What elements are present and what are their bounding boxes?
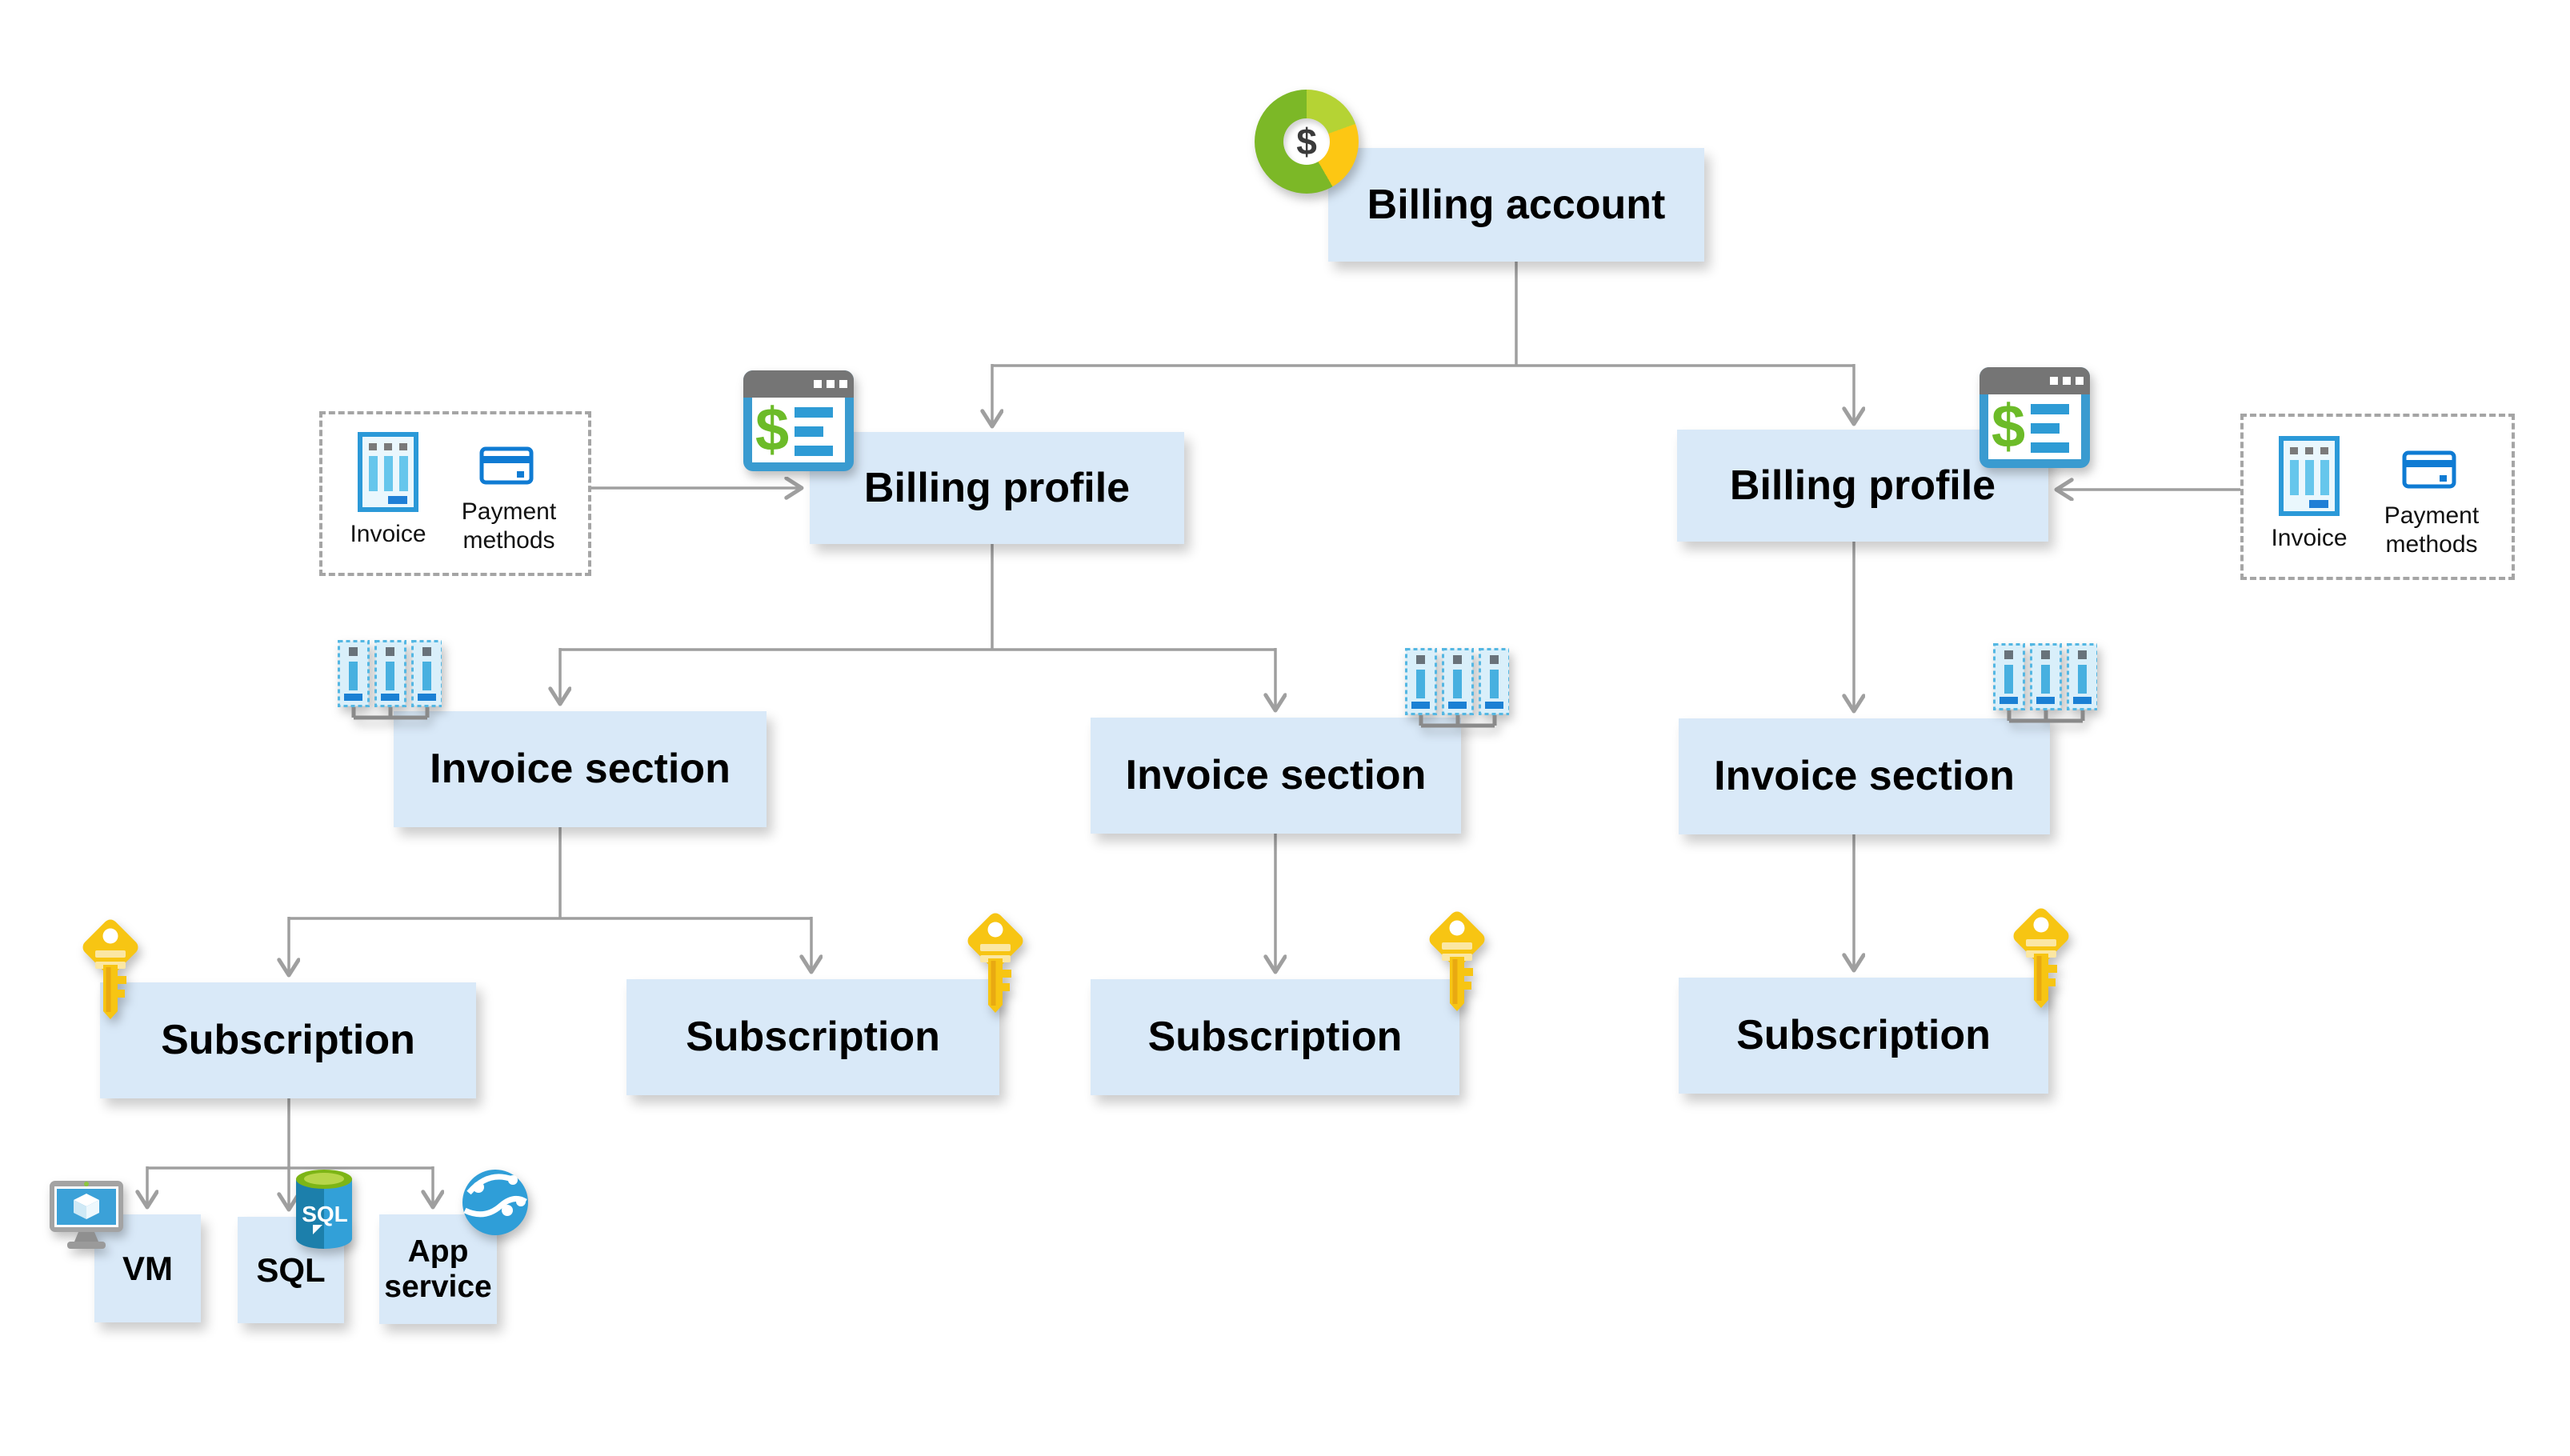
billing-profile-left-label: Billing profile: [863, 464, 1131, 511]
svg-text:SQL: SQL: [302, 1202, 348, 1226]
svg-text:$: $: [1992, 393, 2025, 461]
invoice-icon: [2279, 436, 2340, 516]
key-icon: [82, 919, 138, 1019]
subscription-4-label: Subscription: [1736, 1012, 1991, 1059]
vm-node: VM: [94, 1214, 201, 1322]
subscription-3-label: Subscription: [1147, 1014, 1403, 1061]
key-icon: [1429, 911, 1485, 1011]
subscription-1-node: Subscription: [100, 982, 476, 1098]
app-service-node: App service: [379, 1214, 497, 1324]
donut-ring: $: [1255, 90, 1359, 194]
invoice-section-left-node: Invoice section: [394, 711, 767, 827]
invoice-payment-legend-left: Invoice Payment methods: [319, 411, 591, 576]
invoice-stack-icon: [1405, 648, 1509, 728]
billing-profile-window-icon: $: [1980, 367, 2090, 468]
subscription-2-node: Subscription: [626, 979, 999, 1095]
invoice-legend-label: Invoice: [2271, 525, 2348, 551]
sql-database-icon: SQL: [296, 1170, 352, 1249]
donut-dollar: $: [1283, 118, 1330, 165]
invoice-legend-label: Invoice: [350, 521, 426, 547]
billing-profile-left-node: Billing profile: [810, 432, 1184, 544]
app-service-label: App service: [384, 1234, 492, 1304]
billing-account-label: Billing account: [1367, 181, 1666, 228]
billing-account-donut-icon: $: [1255, 90, 1359, 194]
payment-methods-legend-label: Payment methods: [2384, 502, 2480, 558]
invoice-icon: [358, 432, 418, 512]
subscription-2-label: Subscription: [686, 1014, 940, 1061]
payment-card-icon: [479, 446, 534, 485]
billing-profile-right-label: Billing profile: [1729, 462, 1996, 509]
donut-dollar-glyph: $: [1296, 121, 1317, 162]
invoice-payment-legend-right: Invoice Payment methods: [2240, 414, 2515, 580]
invoice-section-right-node: Invoice section: [1679, 718, 2050, 834]
vm-monitor-icon: [50, 1181, 123, 1249]
app-service-globe-icon: [462, 1170, 528, 1235]
invoice-section-right-label: Invoice section: [1714, 753, 2015, 800]
subscription-1-label: Subscription: [161, 1017, 415, 1064]
payment-card-icon: [2402, 450, 2456, 489]
vm-label: VM: [122, 1249, 173, 1287]
payment-methods-legend-label: Payment methods: [461, 498, 557, 554]
invoice-stack-icon: [338, 640, 442, 720]
invoice-section-middle-label: Invoice section: [1125, 752, 1427, 799]
billing-account-node: Billing account: [1328, 148, 1704, 262]
sql-label: SQL: [256, 1250, 326, 1289]
key-icon: [967, 913, 1023, 1013]
svg-text:$: $: [755, 396, 789, 464]
invoice-section-left-label: Invoice section: [430, 746, 731, 793]
invoice-section-middle-node: Invoice section: [1091, 718, 1461, 834]
subscription-4-node: Subscription: [1679, 978, 2048, 1094]
invoice-stack-icon: [1993, 643, 2097, 723]
billing-profile-window-icon: $: [743, 370, 854, 471]
subscription-3-node: Subscription: [1091, 979, 1459, 1095]
key-icon: [2013, 908, 2069, 1008]
